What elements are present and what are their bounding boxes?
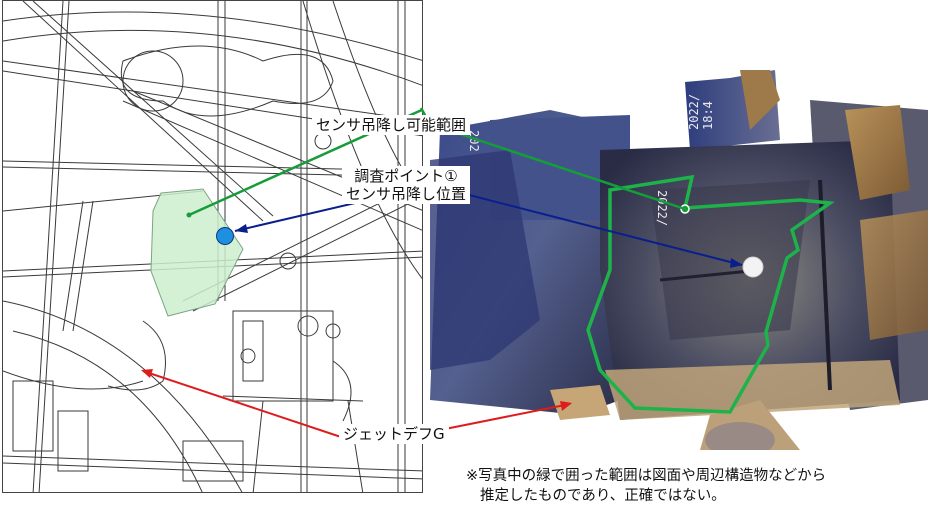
sensor-range-label: センサ吊降し可能範囲 — [312, 115, 471, 135]
footnote-line1: ※写真中の緑で囲った範囲は図面や周辺構造物などから — [466, 468, 827, 484]
jet-pointer-arrowhead — [141, 369, 153, 378]
photo-stamp-b: 18:4 — [701, 101, 715, 130]
footnote: ※写真中の緑で囲った範囲は図面や周辺構造物などから 推定したものであり、正確では… — [466, 466, 826, 506]
survey-point-label: 調査ポイント① センサ吊降し位置 — [342, 166, 471, 204]
drawing-panel — [2, 0, 423, 493]
photo-stamp-d: 202 — [467, 130, 481, 152]
photo-range-pointer — [430, 122, 686, 211]
survey-point-label-line2: センサ吊降し位置 — [346, 185, 467, 203]
photo-range-outline — [586, 174, 835, 414]
footnote-line2: 推定したものであり、正確ではない。 — [480, 488, 726, 504]
photo-sensor-marker — [742, 256, 764, 278]
cad-drawing — [3, 1, 422, 492]
survey-pointer-arrowhead — [235, 224, 248, 233]
photo-composite: 2022/ 18:4 2022/ 202 — [430, 70, 928, 450]
survey-point-marker — [216, 227, 234, 245]
photo-jet-pointer — [430, 403, 571, 433]
sensor-range-area — [150, 188, 244, 317]
photo-stamp-c: 2022/ — [655, 190, 669, 226]
photo-stamp-a: 2022/ — [687, 94, 701, 130]
photo-survey-pointer — [430, 184, 743, 266]
jet-pointer-line — [142, 370, 342, 438]
jet-deflector-label: ジェットデフG — [339, 424, 449, 444]
photo-panel: 2022/ 18:4 2022/ 202 — [430, 70, 928, 450]
survey-point-label-line1: 調査ポイント① — [354, 167, 458, 185]
